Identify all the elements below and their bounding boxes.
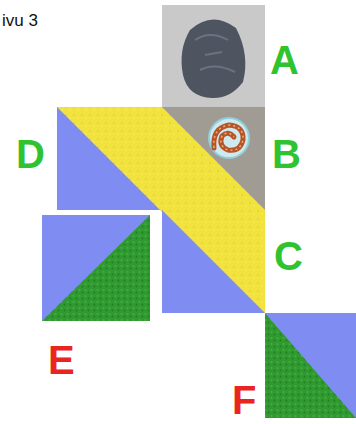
grass-tile — [42, 215, 150, 321]
grass-tile — [265, 313, 356, 418]
tile-letter: D — [16, 134, 45, 174]
tile-letter: A — [270, 40, 299, 80]
tile-letter: F — [232, 380, 256, 420]
tile-letter: B — [272, 134, 301, 174]
river-tile — [57, 107, 162, 212]
tile-letter: E — [48, 340, 75, 380]
snake-tile — [162, 107, 265, 210]
page-label: ivu 3 — [2, 12, 38, 29]
tile-letter: C — [274, 236, 303, 276]
river-tile — [162, 210, 265, 313]
stone-tile — [162, 5, 265, 107]
